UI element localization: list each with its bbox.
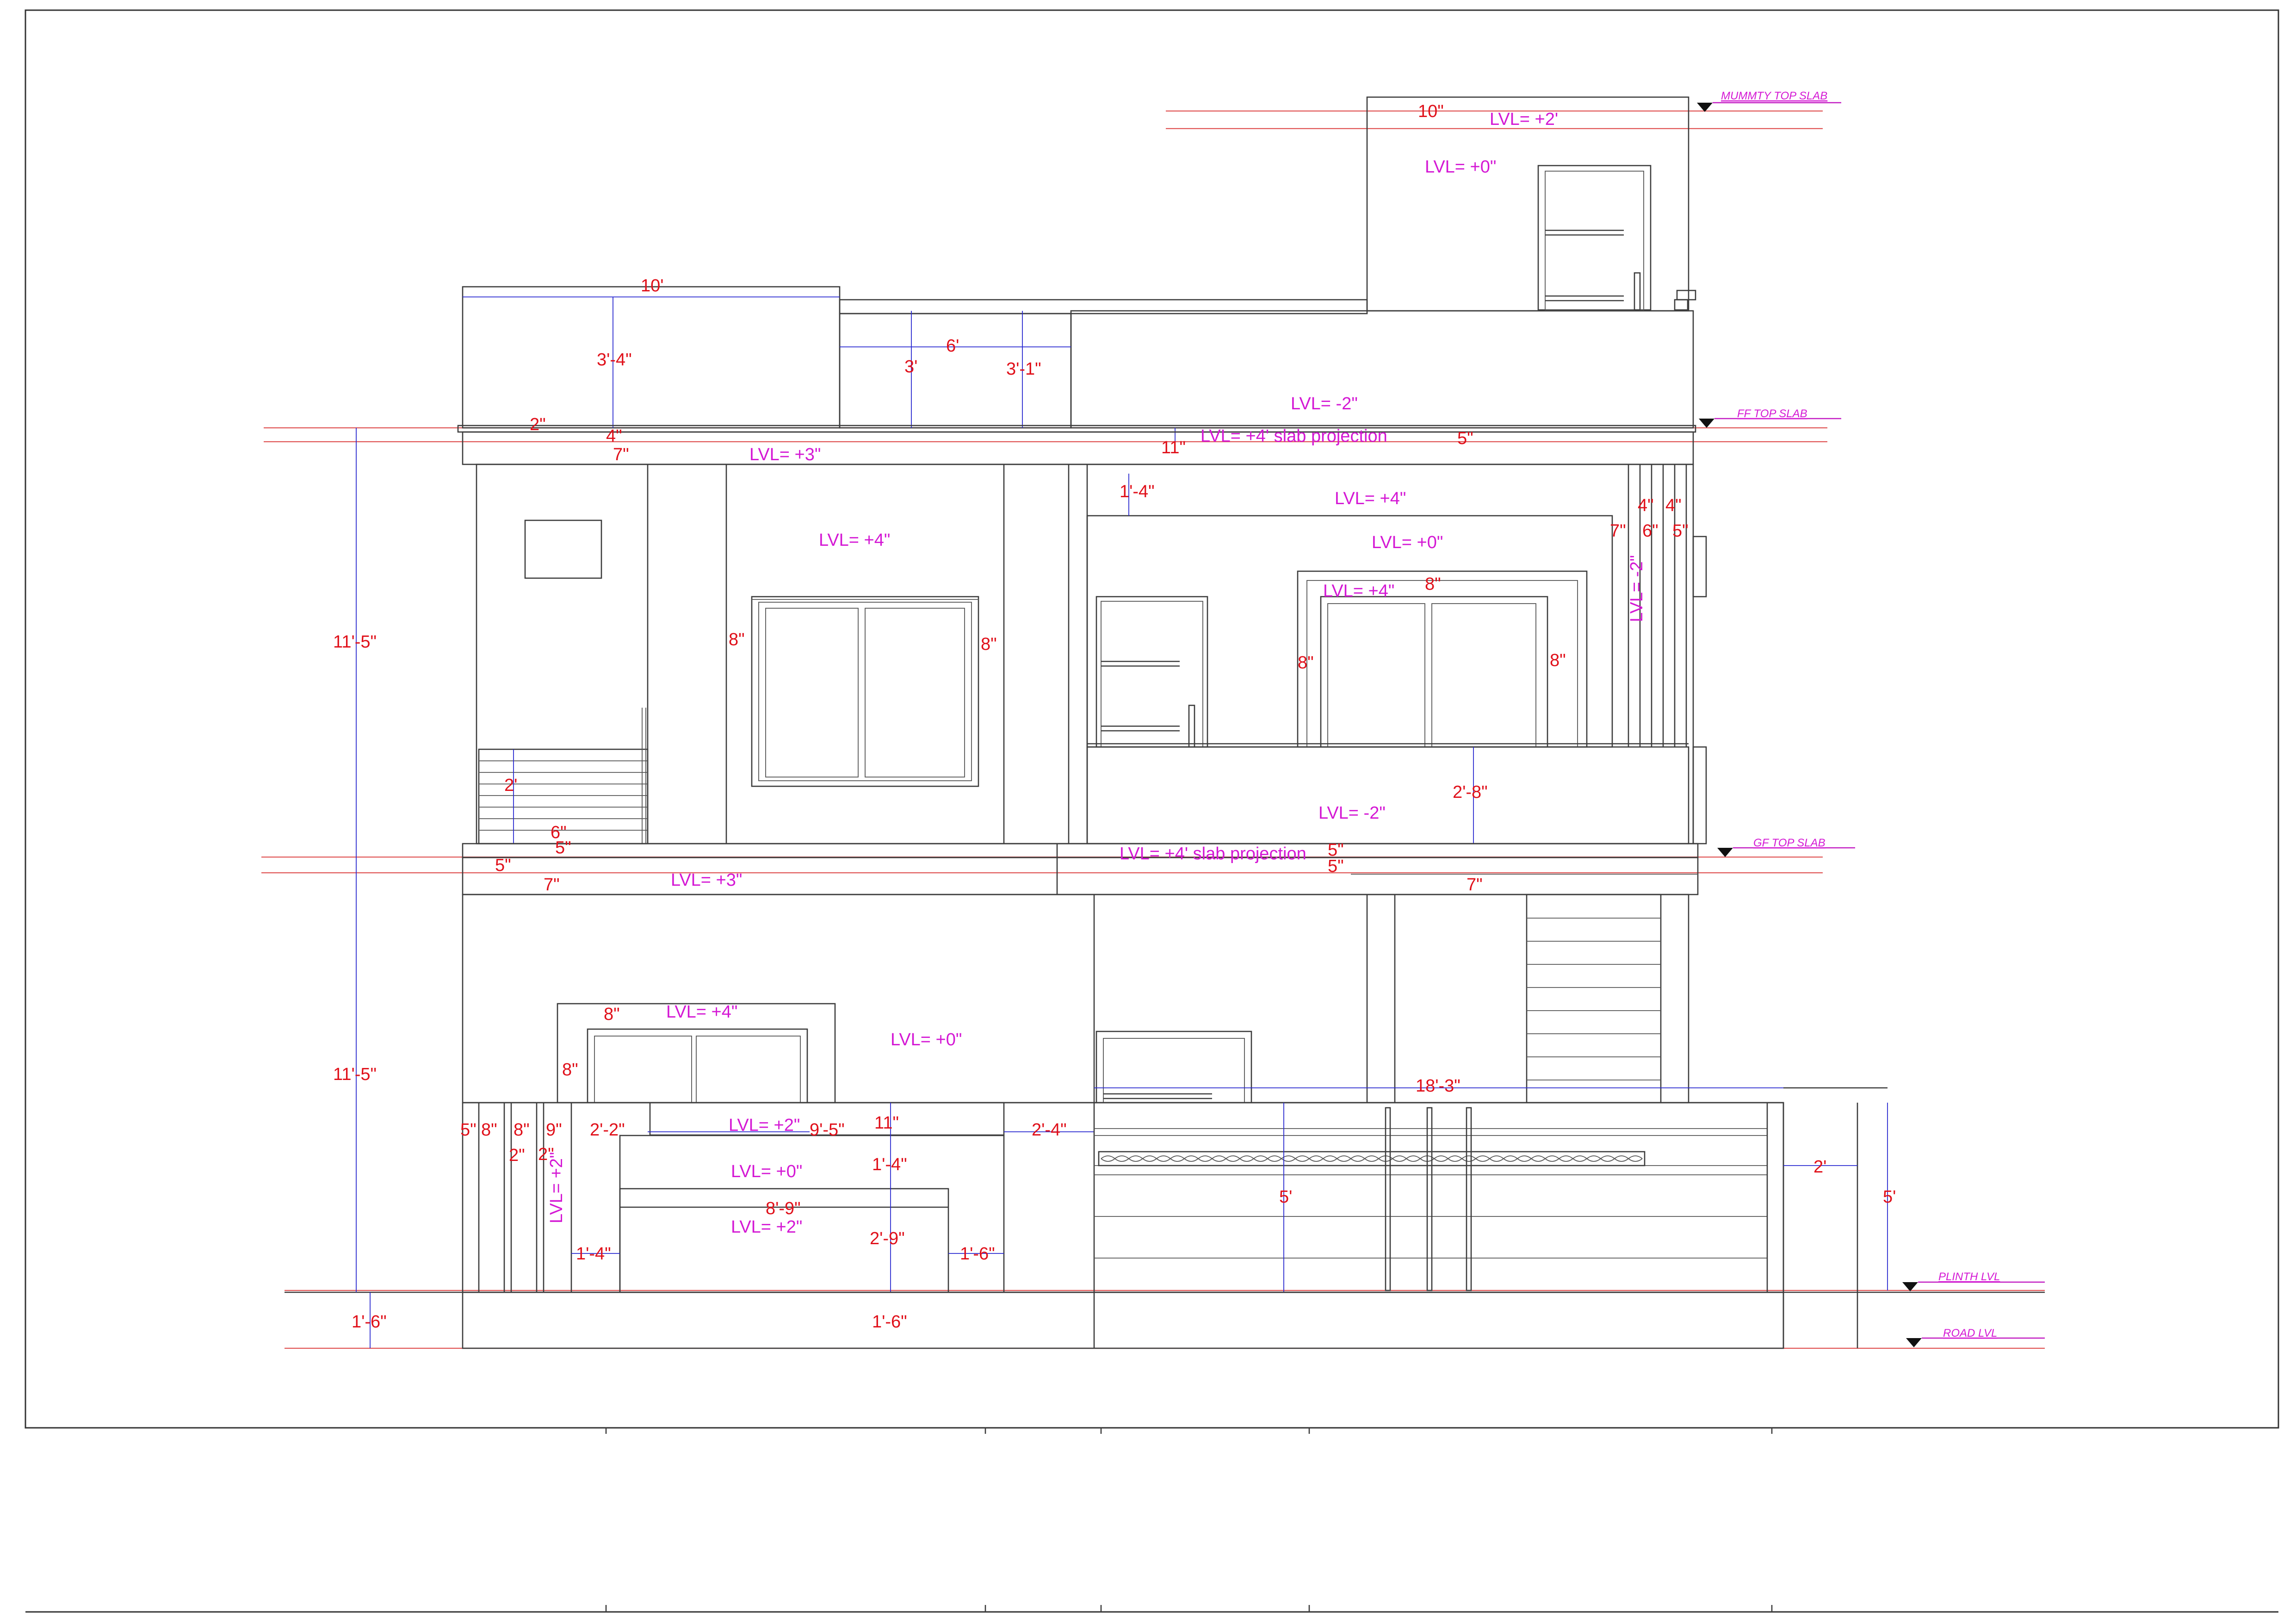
dim-gf-5in-right-1: 5" (1328, 840, 1344, 860)
dim-pillar-8in-a: 8" (481, 1120, 497, 1140)
dim-ff-11in: 11" (1161, 438, 1186, 457)
dim-parapet-10ft: 10' (641, 276, 664, 296)
ff-side-vertical-level: LVL= -2" (1627, 555, 1646, 622)
gf-slab-projection-level: LVL= +4' slab projection (1120, 844, 1306, 864)
road-level-label: ROAD LVL (1943, 1327, 1997, 1339)
dim-ff-3ft1: 3'-1" (1006, 359, 1041, 379)
dim-gate-5ft-right: 5' (1883, 1187, 1896, 1207)
dim-gf-18ft3: 18'-3" (1416, 1076, 1461, 1096)
dim-gate-2ft: 2' (1813, 1157, 1826, 1177)
dim-gf-5in-right-2: 5" (1328, 857, 1344, 876)
dim-gf-5in-a: 5" (555, 838, 571, 858)
mummty-inside-level: LVL= +0" (1425, 157, 1496, 177)
mummty-top-level: LVL= +2' (1490, 110, 1558, 129)
dim-pillar-5in: 5" (460, 1120, 477, 1140)
dim-pillar-11in: 11" (874, 1113, 899, 1133)
dim-ff-side-4in-b: 4" (1665, 496, 1682, 515)
dim-plinth-1ft6-left: 1'-6" (352, 1312, 387, 1332)
dim-total-ff-height: 11'-5" (333, 632, 377, 652)
plinth-level-label: PLINTH LVL (1938, 1271, 2000, 1283)
dim-plinth-1ft6-center: 1'-6" (872, 1312, 907, 1332)
ground-floor (462, 894, 1783, 1104)
gf-slab-band (462, 843, 1699, 895)
mummty-top-slab-label: MUMMTY TOP SLAB (1721, 90, 1827, 102)
gf-top-slab-label: GF TOP SLAB (1753, 837, 1826, 849)
ff-top-slab-label: FF TOP SLAB (1737, 407, 1807, 420)
dim-parapet-3ft4: 3'-4" (597, 350, 632, 370)
dim-pillar-9ft5: 9'-5" (810, 1120, 845, 1140)
dim-gate-5ft: 5' (1279, 1187, 1292, 1207)
dim-ff-rwin-8in-right: 8" (1550, 651, 1566, 670)
ff-right-window-level: LVL= +4" (1323, 581, 1394, 601)
ff-side-fins (1628, 464, 1707, 845)
ff-right-wall (1086, 464, 1707, 845)
first-floor-parapet (462, 286, 1694, 446)
gf-right-window (1095, 1031, 1252, 1104)
gate-grill-pattern (1098, 1151, 1646, 1166)
dim-pillar-1ft4-a: 1'-4" (872, 1155, 907, 1174)
dim-ff-3ft: 3' (904, 357, 917, 376)
dim-ff-rwin-8in-top: 8" (1425, 574, 1441, 594)
dim-gf-win-8in-top: 8" (604, 1005, 620, 1024)
first-floor (457, 425, 1707, 845)
dim-pillar-2ft2: 2'-2" (590, 1120, 625, 1140)
gf-staircase (1526, 894, 1662, 1104)
gf-boundary-top-level: LVL= +2" (729, 1116, 800, 1135)
gf-window-level: LVL= +4" (666, 1002, 737, 1022)
dim-pillar-2ft9: 2'-9" (870, 1229, 905, 1248)
gf-boundary-low-level: LVL= +2" (731, 1217, 802, 1237)
dim-pillar-2in-b: 2" (538, 1145, 554, 1164)
dim-pillar-8ft9: 8'-9" (766, 1199, 801, 1218)
dim-ff-2ft8: 2'-8" (1453, 783, 1488, 802)
ff-left-band-level: LVL= +3" (749, 445, 821, 464)
dim-gf-win-8in-side: 8" (562, 1060, 578, 1080)
dim-mummty-10in: 10" (1418, 102, 1444, 121)
sheet-frame (25, 9, 2279, 1613)
dim-pillar-9in: 9" (546, 1120, 562, 1140)
dim-ff-4in: 4" (606, 426, 622, 446)
dim-pillar-2in-a: 2" (509, 1146, 525, 1165)
level-marker-symbols (1697, 102, 2045, 1347)
ff-parapet-level: LVL= -2" (1291, 394, 1358, 413)
dim-gf-7in-right: 7" (1467, 875, 1483, 895)
ff-right-top-level: LVL= +4" (1335, 489, 1406, 508)
dim-ff-side-6in: 6" (1642, 521, 1659, 541)
ff-right-mid-level: LVL= +0" (1372, 533, 1443, 552)
dim-ff-6in: 6" (551, 823, 567, 842)
dim-gf-7in-left: 7" (544, 875, 560, 895)
dim-pillar-2ft4: 2'-4" (1032, 1120, 1067, 1140)
dim-pillar-8in-b: 8" (514, 1120, 530, 1140)
gf-band-level: LVL= +3" (671, 870, 742, 890)
plinth (285, 1291, 2045, 1349)
dim-ff-side-4in-a: 4" (1638, 496, 1654, 515)
gf-boundary-mid-level: LVL= +0" (731, 1162, 802, 1181)
dim-gf-5in-b: 5" (495, 856, 511, 875)
dim-ff-win-8in-left: 8" (729, 630, 745, 649)
dim-ff-2in: 2" (530, 415, 546, 434)
mummty-structure (1366, 96, 1696, 312)
boundary-wall-and-gate (462, 1087, 1888, 1348)
dim-ff-rwin-8in-left: 8" (1298, 653, 1314, 673)
gf-pillar-vertical-level: LVL= +2" (547, 1152, 566, 1223)
dim-ff-2ft: 2' (504, 776, 517, 795)
ff-balcony-level: LVL= -2" (1318, 803, 1386, 823)
dim-ff-1ft4: 1'-4" (1120, 482, 1155, 501)
dim-pillar-1ft4-b: 1'-4" (576, 1244, 611, 1264)
dim-ff-5in: 5" (1457, 429, 1473, 448)
dim-total-gf-height: 11'-5" (333, 1065, 377, 1084)
gf-wall-level: LVL= +0" (891, 1030, 962, 1049)
dim-ff-win-8in-right: 8" (981, 635, 997, 654)
dim-ff-side-7in: 7" (1610, 521, 1626, 541)
dim-ff-side-5in: 5" (1672, 521, 1689, 541)
ff-left-window-level: LVL= +4" (819, 531, 890, 550)
dim-ff-7in: 7" (613, 445, 629, 464)
dim-pillar-1ft6: 1'-6" (960, 1244, 995, 1264)
ff-slab-projection-level: LVL= +4' slab projection (1201, 426, 1387, 446)
dim-ff-6ft: 6' (946, 336, 959, 356)
ff-sliding-window-left (751, 596, 979, 787)
